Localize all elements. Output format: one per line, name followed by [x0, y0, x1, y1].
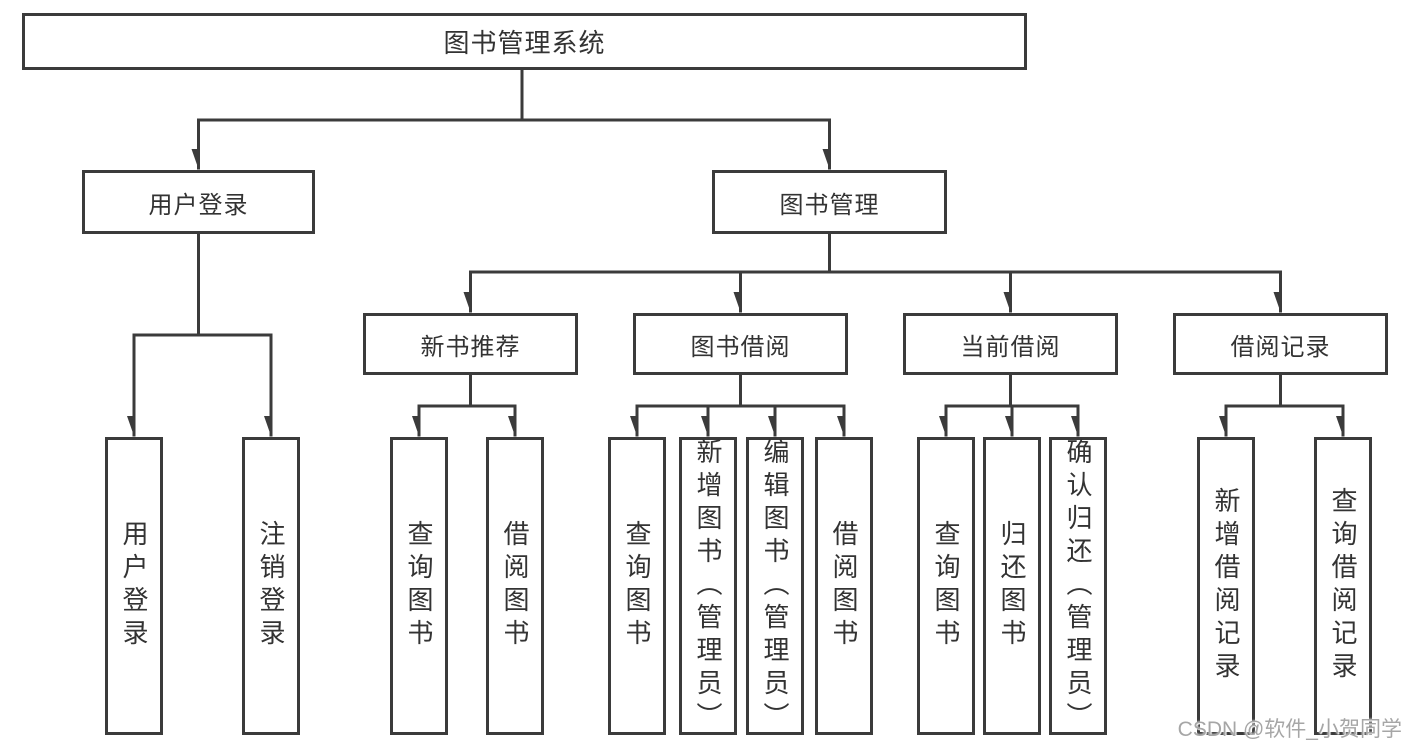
leaf-edit-books-admin: 编辑图书（管理员） [746, 437, 804, 735]
leaf-return-books: 归还图书 [983, 437, 1041, 735]
leaf-query-books-1-label: 查询图书 [404, 520, 434, 652]
leaf-user-login-label: 用户登录 [119, 520, 149, 652]
leaf-query-books-2-label: 查询图书 [622, 520, 652, 652]
leaf-borrow-books-2-label: 借阅图书 [829, 520, 859, 652]
connector-book-borrowing-children [637, 373, 846, 437]
leaf-add-books-admin: 新增图书（管理员） [679, 437, 737, 735]
node-book-borrowing: 图书借阅 [633, 313, 848, 375]
leaf-logout: 注销登录 [242, 437, 300, 735]
node-library-management-system: 图书管理系统 [22, 13, 1027, 70]
leaf-confirm-return-admin-label: 确认归还（管理员） [1063, 437, 1093, 735]
connector-borrowing-records-children [1226, 373, 1345, 437]
leaf-user-login: 用户登录 [105, 437, 163, 735]
leaf-confirm-return-admin: 确认归还（管理员） [1049, 437, 1107, 735]
connector-current-borrowing-children [946, 373, 1080, 437]
leaf-borrow-books-1: 借阅图书 [486, 437, 544, 735]
leaf-query-books-1: 查询图书 [390, 437, 448, 735]
connector-user-login-children [134, 232, 273, 437]
node-book-management: 图书管理 [712, 170, 947, 234]
leaf-edit-books-admin-label: 编辑图书（管理员） [760, 437, 790, 735]
leaf-query-books-3-label: 查询图书 [931, 520, 961, 652]
node-current-borrowing: 当前借阅 [903, 313, 1118, 375]
watermark: CSDN @软件_小贺同学 [1177, 718, 1402, 741]
node-new-book-recommendation: 新书推荐 [363, 313, 578, 375]
leaf-return-books-label: 归还图书 [997, 520, 1027, 652]
leaf-borrow-books-2: 借阅图书 [815, 437, 873, 735]
node-borrowing-records: 借阅记录 [1173, 313, 1388, 375]
leaf-query-borrow-record: 查询借阅记录 [1314, 437, 1372, 735]
leaf-query-books-2: 查询图书 [608, 437, 666, 735]
leaf-logout-label: 注销登录 [256, 520, 286, 652]
node-user-login: 用户登录 [82, 170, 315, 234]
connector-new-book-recommendation-children [419, 373, 517, 437]
leaf-borrow-books-1-label: 借阅图书 [500, 520, 530, 652]
leaf-query-books-3: 查询图书 [917, 437, 975, 735]
leaf-query-borrow-record-label: 查询借阅记录 [1328, 487, 1358, 685]
connector-book-management-children [471, 232, 1282, 313]
leaf-add-books-admin-label: 新增图书（管理员） [693, 437, 723, 735]
connector-root-to-level2 [199, 68, 831, 170]
leaf-add-borrow-record: 新增借阅记录 [1197, 437, 1255, 735]
leaf-add-borrow-record-label: 新增借阅记录 [1211, 487, 1241, 685]
